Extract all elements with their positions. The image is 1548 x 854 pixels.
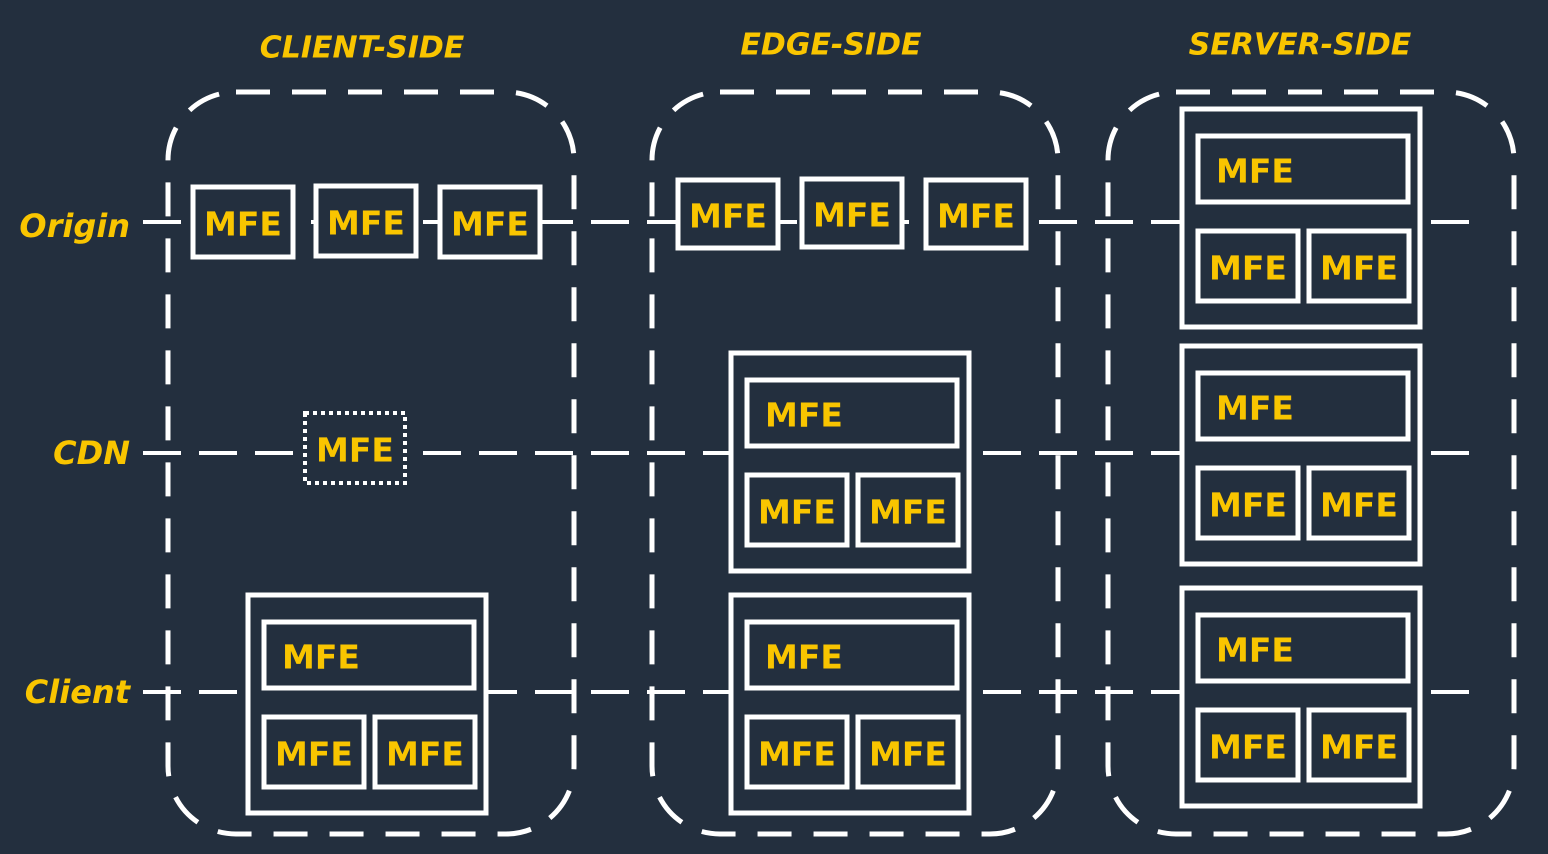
edge-client-group-mfe-wide-label: MFE <box>765 638 843 677</box>
edge-cdn-group-mfe-right <box>855 472 961 548</box>
column-title-client-side: CLIENT-SIDE <box>260 31 465 66</box>
client-cdn-mfe-dotted-label: MFE <box>316 431 394 470</box>
row-label-origin: Origin <box>19 207 130 245</box>
column-title-server-side: SERVER-SIDE <box>1189 28 1412 63</box>
client-origin-mfe-2 <box>313 183 419 259</box>
column-title-edge-side: EDGE-SIDE <box>740 28 922 63</box>
edge-client-group-mfe-right-label: MFE <box>869 735 947 774</box>
edge-cdn-group-mfe-wide-label: MFE <box>765 396 843 435</box>
client-client-group-mfe-wide-label: MFE <box>282 638 360 677</box>
server-client-group-mfe-right-label: MFE <box>1320 728 1398 767</box>
client-cdn-mfe-dotted <box>303 411 407 485</box>
server-client-group-mfe-left <box>1195 707 1301 783</box>
client-client-group-mfe-right <box>372 714 478 790</box>
server-cdn-group-mfe-left <box>1195 465 1301 541</box>
server-origin-group-mfe-right-label: MFE <box>1320 249 1398 288</box>
client-origin-mfe-1 <box>190 184 296 260</box>
edge-origin-mfe-2 <box>799 176 905 250</box>
column-frame-edge-side <box>649 89 1061 837</box>
edge-origin-mfe-1-label: MFE <box>689 197 767 236</box>
server-origin-group-mfe-left-label: MFE <box>1209 249 1287 288</box>
edge-cdn-group-mfe-left <box>744 472 850 548</box>
edge-client-group-mfe-right <box>855 714 961 790</box>
row-label-cdn: CDN <box>53 434 130 472</box>
column-frame-server-side <box>1105 89 1517 837</box>
edge-client-group-mfe-left-label: MFE <box>758 735 836 774</box>
server-cdn-group-mfe-left-label: MFE <box>1209 486 1287 525</box>
edge-origin-mfe-2-label: MFE <box>813 196 891 235</box>
server-origin-group-mfe-left <box>1195 228 1301 304</box>
client-origin-mfe-2-label: MFE <box>327 204 405 243</box>
client-origin-mfe-3 <box>437 184 543 260</box>
server-client-group-mfe-wide-label: MFE <box>1216 631 1294 670</box>
server-origin-group-mfe-right <box>1306 228 1412 304</box>
column-frame-client-side <box>165 89 577 837</box>
edge-cdn-group-mfe-left-label: MFE <box>758 493 836 532</box>
client-client-group-mfe-left-label: MFE <box>275 735 353 774</box>
server-cdn-group-mfe-wide <box>1195 370 1411 442</box>
client-origin-mfe-3-label: MFE <box>451 205 529 244</box>
client-origin-mfe-1-label: MFE <box>204 205 282 244</box>
server-cdn-group-mfe-wide-label: MFE <box>1216 389 1294 428</box>
server-cdn-group-mfe-right <box>1306 465 1412 541</box>
edge-origin-mfe-1 <box>675 177 781 251</box>
row-label-client: Client <box>25 673 132 711</box>
server-client-group-mfe-left-label: MFE <box>1209 728 1287 767</box>
server-client-group-mfe-right <box>1306 707 1412 783</box>
server-cdn-group-mfe-right-label: MFE <box>1320 486 1398 525</box>
edge-cdn-group-mfe-right-label: MFE <box>869 493 947 532</box>
client-client-group-mfe-wide <box>261 619 477 691</box>
server-origin-group-mfe-wide <box>1195 133 1411 205</box>
client-client-group-mfe-right-label: MFE <box>386 735 464 774</box>
client-client-group-mfe-left <box>261 714 367 790</box>
edge-origin-mfe-3 <box>923 177 1029 251</box>
edge-client-group-mfe-left <box>744 714 850 790</box>
server-origin-group-mfe-wide-label: MFE <box>1216 152 1294 191</box>
edge-cdn-group-mfe-wide <box>744 377 960 449</box>
edge-client-group-mfe-wide <box>744 619 960 691</box>
edge-origin-mfe-3-label: MFE <box>937 197 1015 236</box>
server-client-group-mfe-wide <box>1195 612 1411 684</box>
